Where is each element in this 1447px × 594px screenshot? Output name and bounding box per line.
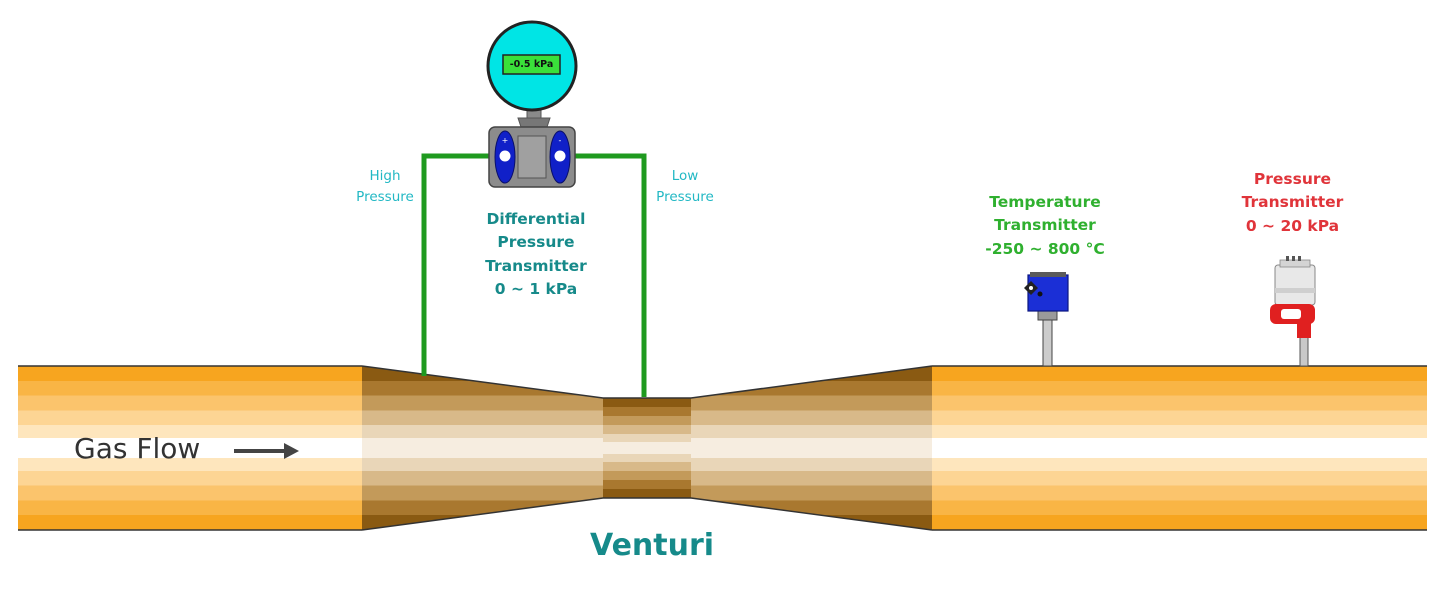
differential-pressure-transmitter-icon: + - [488,103,576,188]
temp-label-line: Temperature [989,193,1101,211]
press-label-range: 0 ~ 20 kPa [1245,216,1340,235]
svg-text:+: + [502,136,509,145]
dp-label-range: 0 ~ 1 kPa [494,279,578,298]
venturi-label: Venturi [590,528,715,563]
svg-text:-: - [559,136,562,145]
press-label-line: Transmitter [1241,193,1344,212]
low-pressure-label: Low Pressure [640,166,730,208]
flow-arrow-icon [234,443,299,459]
dp-label-line: Transmitter [485,256,587,275]
temp-label-range: -250 ~ 800 °C [985,239,1105,258]
temperature-transmitter-icon [1024,272,1069,367]
low-pressure-label-line: Low [671,168,699,184]
venturi-section [361,365,933,531]
gas-flow-label: Gas Flow [74,432,201,465]
high-pressure-label-line: Pressure [356,188,414,205]
press-label-line: Pressure [1253,170,1332,188]
outlet-pipe [932,365,1427,531]
pressure-transmitter-icon [1270,256,1316,367]
high-pressure-label-line: High [369,168,401,184]
dp-label-line: Differential [486,210,586,228]
inlet-pipe [18,365,362,531]
pressure-transmitter-label: Pressure Transmitter 0 ~ 20 kPa [1205,168,1380,238]
gauge-readout: -0.5 kPa [509,59,554,70]
differential-pressure-transmitter-label: Differential Pressure Transmitter 0 ~ 1 … [446,208,626,301]
temp-label-line: Transmitter [994,216,1096,235]
dp-label-line: Pressure [497,233,575,252]
low-pressure-label-line: Pressure [656,188,714,205]
temperature-transmitter-label: Temperature Transmitter -250 ~ 800 °C [955,191,1135,261]
pressure-gauge-icon [486,20,578,112]
high-pressure-label: High Pressure [340,166,430,208]
impulse-tubing [421,153,647,397]
